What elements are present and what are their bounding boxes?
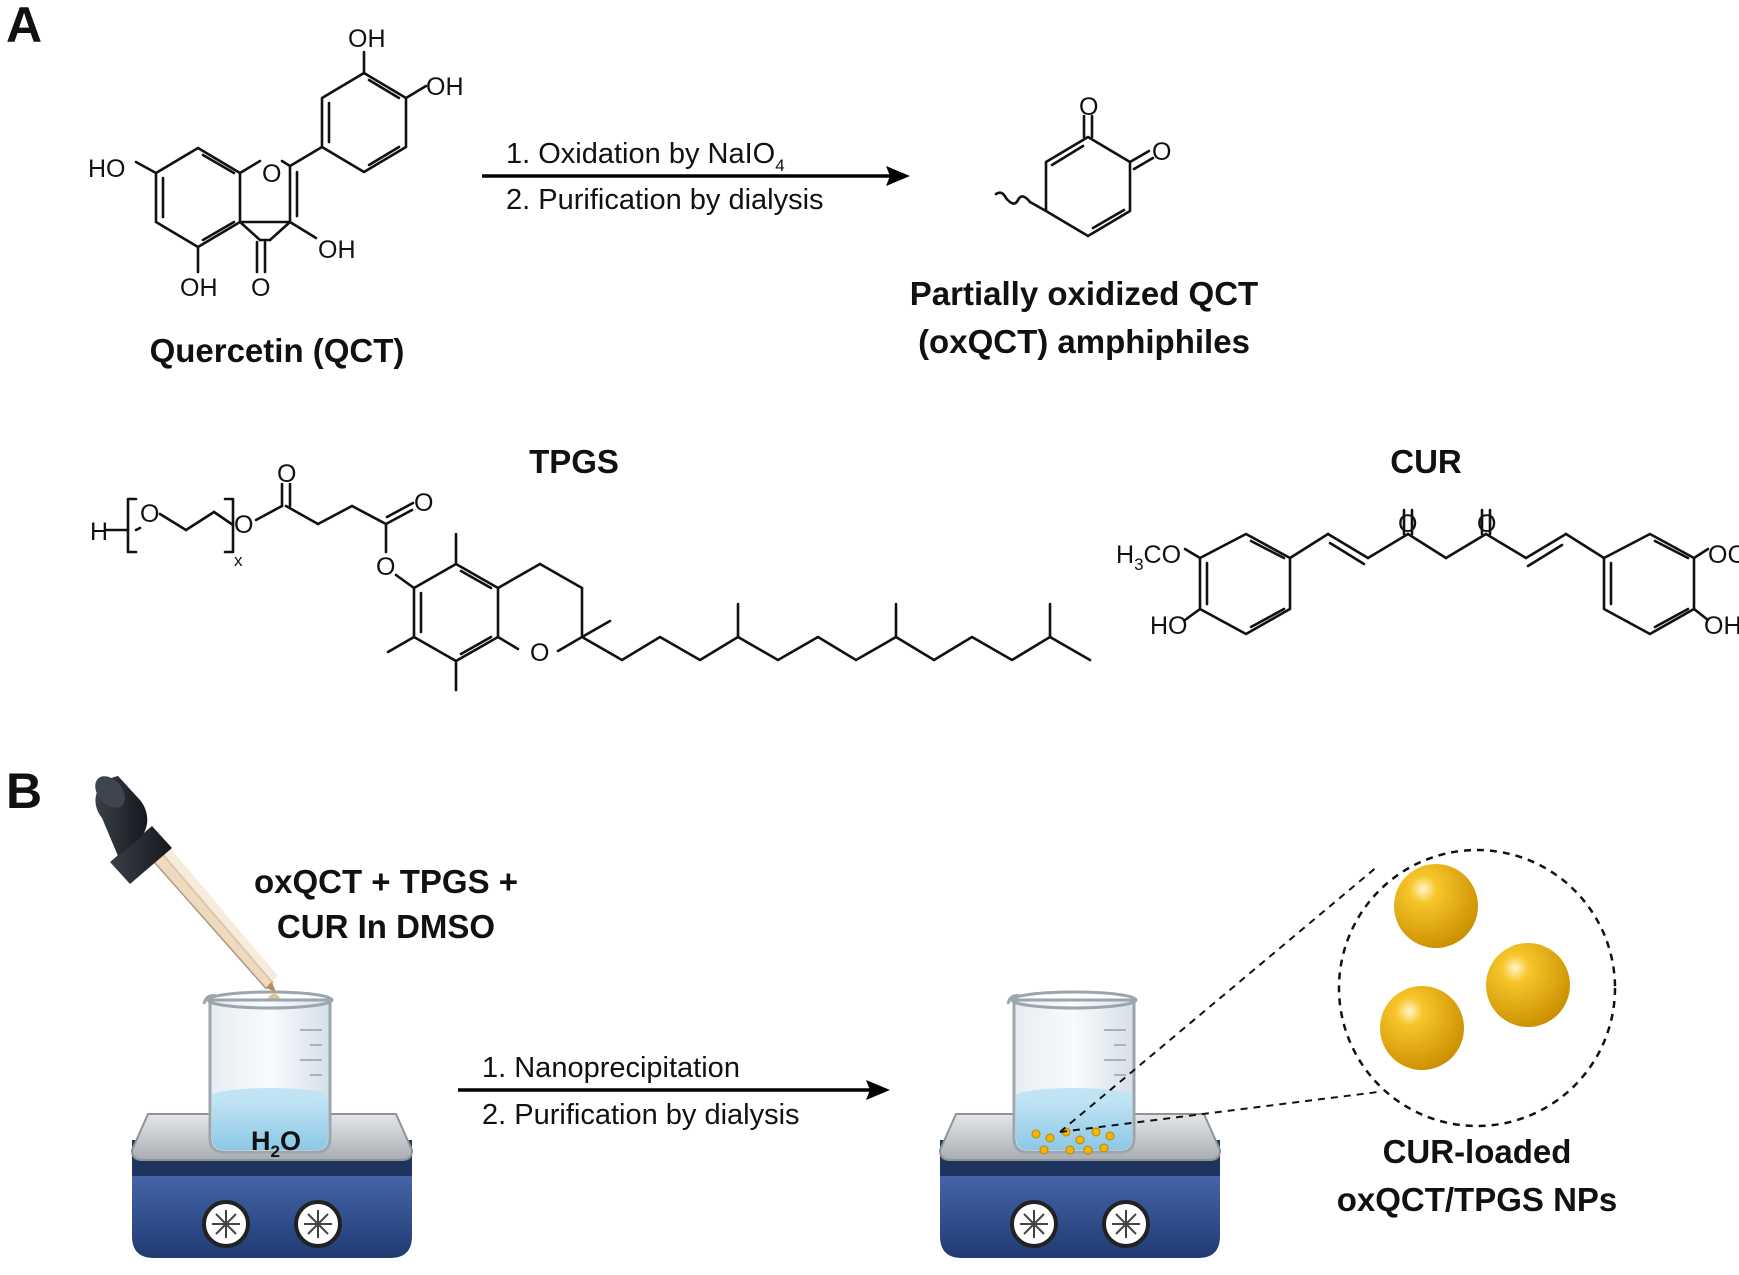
reaction-1-step-2: 2. Purification by dialysis — [506, 184, 824, 216]
oxqct-structure: O O — [994, 93, 1171, 238]
oxqct-name-line-1: Partially oxidized QCT — [910, 275, 1258, 312]
tpgs-o-1: O — [140, 500, 159, 528]
nanoparticle-2 — [1486, 943, 1570, 1027]
oxqct-o-right: O — [1152, 138, 1171, 166]
reaction-arrow-1-head — [886, 166, 910, 186]
qct-carbonyl-o: O — [251, 274, 270, 302]
cur-name: CUR — [1390, 443, 1462, 480]
qct-ho-left: HO — [88, 155, 126, 183]
nanoparticle-1 — [1394, 864, 1478, 948]
reaction-2-step-1: 1. Nanoprecipitation — [482, 1052, 740, 1084]
tpgs-o-ring: O — [530, 639, 549, 667]
qct-ring-o: O — [262, 160, 281, 188]
cur-ho: HO — [1150, 612, 1188, 640]
tpgs-x-subscript: x — [234, 551, 243, 570]
qct-oh-bottom: OH — [180, 274, 218, 302]
nanoparticle-3 — [1380, 986, 1464, 1070]
tpgs-structure: H O x O O O O O — [90, 460, 1092, 692]
reaction-2-step-2: 2. Purification by dialysis — [482, 1099, 800, 1131]
stirrer-hotplate-2 — [938, 1113, 1222, 1258]
oxqct-o-top: O — [1079, 93, 1098, 121]
beaker-2 — [1006, 990, 1138, 1155]
qct-oh-c3: OH — [318, 236, 356, 264]
panel-label-b: B — [6, 763, 42, 819]
cur-o-1: O — [1398, 510, 1417, 538]
nanoparticles — [1380, 864, 1570, 1070]
tpgs-o-2: O — [234, 511, 253, 539]
beaker-1 — [202, 990, 334, 1154]
water-label: H2O — [251, 1126, 301, 1161]
cur-och3: OCH3 — [1708, 541, 1739, 574]
product-label-line-1: CUR-loaded — [1383, 1133, 1572, 1170]
dropper-label-line-2: CUR In DMSO — [277, 908, 495, 945]
dropper-label-line-1: oxQCT + TPGS + — [254, 863, 518, 900]
quercetin-name: Quercetin (QCT) — [150, 332, 405, 369]
tpgs-o-5: O — [376, 553, 395, 581]
cur-oh: OH — [1704, 612, 1739, 640]
zoom-line-bottom — [1059, 1091, 1379, 1133]
cur-structure: O O H3CO OCH3 HO OH — [1116, 508, 1739, 640]
tpgs-h: H — [90, 518, 108, 546]
quercetin-structure: O OH OH HO OH OH O — [88, 25, 464, 302]
reaction-1-step-1: 1. Oxidation by NaIO4 — [506, 138, 785, 175]
product-label-line-2: oxQCT/TPGS NPs — [1337, 1181, 1618, 1218]
oxqct-name-line-2: (oxQCT) amphiphiles — [918, 323, 1250, 360]
tpgs-o-4: O — [414, 489, 433, 517]
cur-o-2: O — [1477, 510, 1496, 538]
qct-oh-right: OH — [426, 73, 464, 101]
panel-label-a: A — [6, 0, 42, 53]
tpgs-name: TPGS — [529, 443, 619, 480]
cur-h3co: H3CO — [1116, 541, 1181, 574]
reaction-arrow-2-head — [866, 1080, 890, 1100]
zoom-circle — [1337, 848, 1617, 1128]
zoom-line-top — [1059, 865, 1379, 1133]
tpgs-o-3: O — [277, 460, 296, 488]
qct-oh-top: OH — [348, 25, 386, 53]
dropper-icon — [95, 776, 278, 992]
